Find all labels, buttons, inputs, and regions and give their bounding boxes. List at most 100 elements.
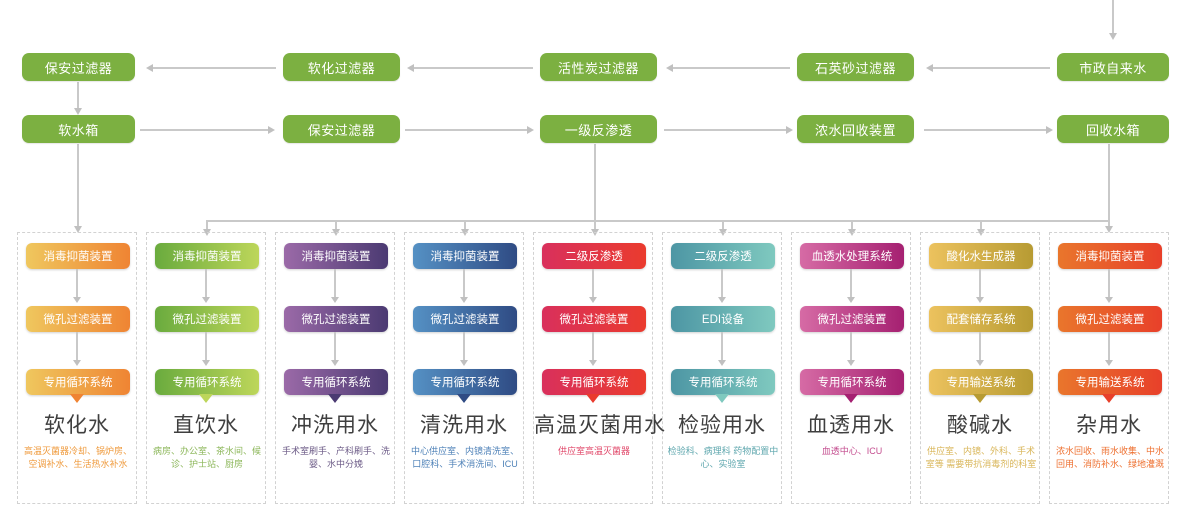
column-9-stage-1[interactable]: 消毒抑菌装置 [1058,243,1162,269]
softwater-branch-arrow [74,226,82,233]
ro-drop-c4 [464,220,466,231]
column-4-stage-1[interactable]: 消毒抑菌装置 [413,243,517,269]
node-label: 保安过滤器 [307,122,376,138]
column-5-stage-2[interactable]: 微孔过滤装置 [542,306,646,332]
output-column-9: 消毒抑菌装置微孔过滤装置专用输送系统杂用水浓水回收、雨水收集、中水回用、消防补水… [1049,232,1169,504]
column-7-stage-1[interactable]: 血透水处理系统 [800,243,904,269]
node-huishou-shuixiang[interactable]: 回收水箱 [1057,115,1169,143]
ro-bus-hline [206,220,1108,222]
node-ruanshuixiang[interactable]: 软水箱 [22,115,135,143]
column-7-connector-1 [850,269,852,298]
column-8-arrow-1 [976,297,984,303]
node-label: 活性炭过滤器 [557,60,639,76]
column-9-arrow-2 [1105,360,1113,366]
node-huoxingtan-guolvqi[interactable]: 活性炭过滤器 [540,53,657,81]
column-3-arrow-2 [331,360,339,366]
column-9-stage-2[interactable]: 微孔过滤装置 [1058,306,1162,332]
stage-label: 微孔过滤装置 [559,314,629,326]
node-label: 浓水回收装置 [814,122,896,138]
output-column-7: 血透水处理系统微孔过滤装置专用循环系统血透用水血透中心、ICU [791,232,911,504]
stage-label: 专用循环系统 [301,377,371,389]
column-8-arrow-2 [976,360,984,366]
node-baoan-guolvqi-1[interactable]: 保安过滤器 [22,53,135,81]
column-3-title: 冲洗用水 [291,414,379,437]
node-nongshui-huishou[interactable]: 浓水回收装置 [797,115,914,143]
output-column-8: 酸化水生成器配套储存系统专用输送系统酸碱水供应室、内镜、外科、手术室等 需要带抗… [920,232,1040,504]
column-9-callout-tail [1102,394,1116,403]
column-1-stage-3[interactable]: 专用循环系统 [26,369,130,395]
ro-drop-c6 [722,220,724,231]
column-3-stage-3[interactable]: 专用循环系统 [284,369,388,395]
node-yiji-fanshentou[interactable]: 一级反渗透 [540,115,657,143]
stage-label: 微孔过滤装置 [43,314,113,326]
stage-label: 微孔过滤装置 [301,314,371,326]
stage-label: 专用循环系统 [430,377,500,389]
column-8-stage-3[interactable]: 专用输送系统 [929,369,1033,395]
column-4-title: 清洗用水 [420,414,508,437]
column-1-callout-tail [70,394,84,403]
column-3-stage-1[interactable]: 消毒抑菌装置 [284,243,388,269]
column-5-stage-3[interactable]: 专用循环系统 [542,369,646,395]
column-4-connector-2 [463,332,465,361]
column-8-description: 供应室、内镜、外科、手术室等 需要带抗消毒剂的科室 [925,446,1037,469]
stage-label: 微孔过滤装置 [817,314,887,326]
column-7-stage-2[interactable]: 微孔过滤装置 [800,306,904,332]
column-2-stage-3[interactable]: 专用循环系统 [155,369,259,395]
column-3-stage-2[interactable]: 微孔过滤装置 [284,306,388,332]
column-5-connector-2 [592,332,594,361]
ro-drop-c5 [594,220,596,231]
stage-label: 血透水处理系统 [811,251,893,263]
column-7-callout-tail [844,394,858,403]
column-2-arrow-2 [202,360,210,366]
column-8-connector-2 [979,332,981,361]
stage-label: 二级反渗透 [565,251,623,263]
column-6-stage-1[interactable]: 二级反渗透 [671,243,775,269]
stage-label: 专用输送系统 [1075,377,1145,389]
column-8-stage-1[interactable]: 酸化水生成器 [929,243,1033,269]
column-4-arrow-2 [460,360,468,366]
column-4-stage-3[interactable]: 专用循环系统 [413,369,517,395]
column-2-stage-1[interactable]: 消毒抑菌装置 [155,243,259,269]
column-5-connector-1 [592,269,594,298]
stage-label: 专用循环系统 [817,377,887,389]
stage-label: EDI设备 [701,314,745,326]
column-5-stage-1[interactable]: 二级反渗透 [542,243,646,269]
output-column-3: 消毒抑菌装置微孔过滤装置专用循环系统冲洗用水手术室刷手、产科刷手、洗婴、水中分娩 [275,232,395,504]
stage-label: 专用循环系统 [559,377,629,389]
node-label: 石英砂过滤器 [814,60,896,76]
node-shizheng-zilaishui[interactable]: 市政自来水 [1057,53,1169,81]
stage-label: 消毒抑菌装置 [172,251,242,263]
column-6-stage-3[interactable]: 专用循环系统 [671,369,775,395]
column-1-arrow-1 [73,297,81,303]
column-9-connector-1 [1108,269,1110,298]
column-3-description: 手术室刷手、产科刷手、洗婴、水中分娩 [281,446,390,469]
row2-link-4 [924,129,1048,131]
column-9-description: 浓水回收、雨水收集、中水回用、消防补水、绿地灌溉 [1055,446,1164,469]
column-5-description: 供应室高温灭菌器 [557,446,630,456]
column-9-title: 杂用水 [1076,414,1142,437]
row2-link-3 [664,129,788,131]
column-5-title: 高温灭菌用水 [534,414,666,437]
column-9-stage-3[interactable]: 专用输送系统 [1058,369,1162,395]
node-baoan-guolvqi-2[interactable]: 保安过滤器 [283,115,400,143]
column-4-stage-2[interactable]: 微孔过滤装置 [413,306,517,332]
column-2-stage-2[interactable]: 微孔过滤装置 [155,306,259,332]
column-1-stage-1[interactable]: 消毒抑菌装置 [26,243,130,269]
column-2-connector-2 [205,332,207,361]
column-1-stage-2[interactable]: 微孔过滤装置 [26,306,130,332]
node-ruanhua-guolvqi[interactable]: 软化过滤器 [283,53,400,81]
column-6-arrow-2 [718,360,726,366]
softwater-branch-vline [77,144,79,228]
column-7-stage-3[interactable]: 专用循环系统 [800,369,904,395]
column-3-connector-2 [334,332,336,361]
ro-drop-c8 [980,220,982,231]
column-6-stage-2[interactable]: EDI设备 [671,306,775,332]
column-6-callout-tail [715,394,729,403]
stage-label: 配套储存系统 [946,314,1016,326]
node-label: 回收水箱 [1085,122,1140,138]
column-2-connector-1 [205,269,207,298]
row1-arrow-3 [666,64,673,72]
recycle-branch-vline [1108,144,1110,228]
node-shiyingsha-guolvqi[interactable]: 石英砂过滤器 [797,53,914,81]
column-8-stage-2[interactable]: 配套储存系统 [929,306,1033,332]
